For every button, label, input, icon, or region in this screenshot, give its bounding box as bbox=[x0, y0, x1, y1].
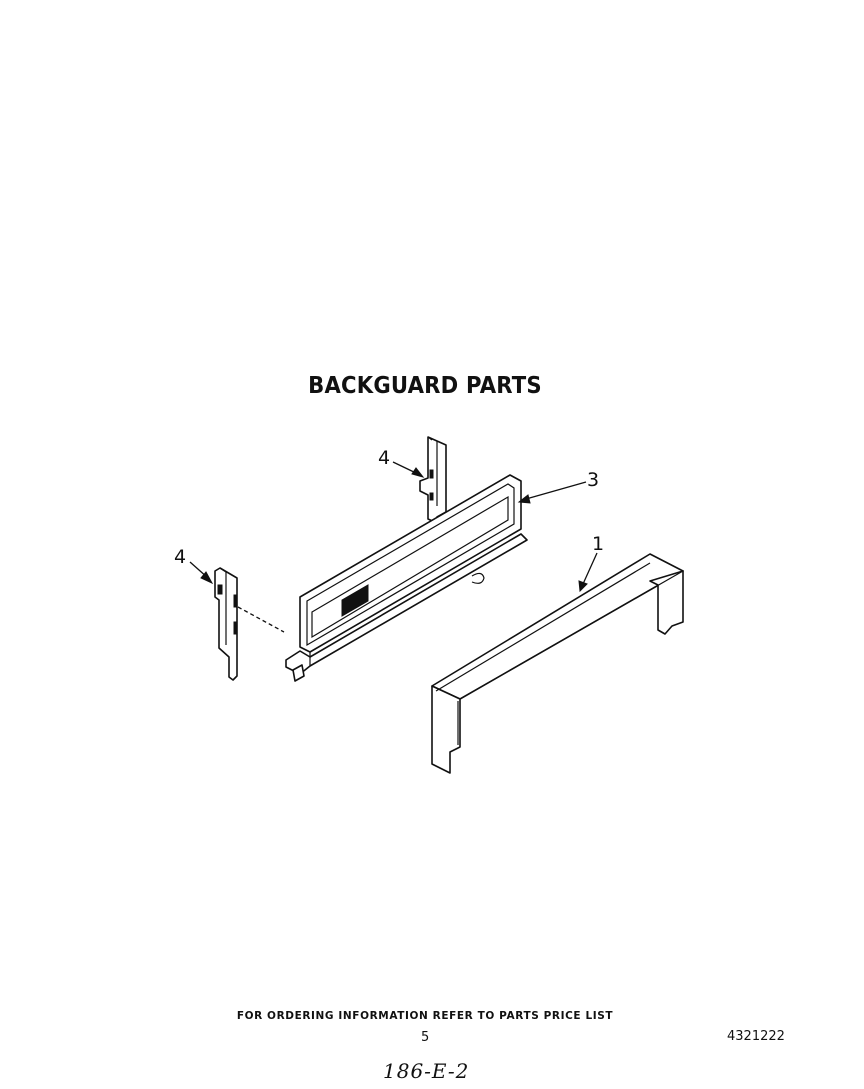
page-title: BACKGUARD PARTS bbox=[308, 373, 542, 399]
callout-label-top-bracket: 4 bbox=[378, 447, 390, 469]
callout-label-control-panel: 3 bbox=[587, 469, 599, 491]
document-number: 4321222 bbox=[727, 1029, 785, 1044]
callout-label-left-bracket: 4 bbox=[174, 546, 186, 568]
callout-leaders bbox=[189, 461, 598, 593]
callout-label-backguard-cover: 1 bbox=[592, 533, 604, 555]
handwritten-code: 186-E-2 bbox=[383, 1059, 470, 1083]
assembly-line bbox=[237, 606, 285, 633]
backguard-cover-part bbox=[431, 553, 684, 774]
control-panel-part bbox=[285, 474, 528, 682]
page-number: 5 bbox=[421, 1030, 430, 1045]
top-bracket-part bbox=[419, 436, 447, 524]
left-bracket-part bbox=[214, 567, 238, 681]
ordering-note: FOR ORDERING INFORMATION REFER TO PARTS … bbox=[236, 1010, 614, 1022]
